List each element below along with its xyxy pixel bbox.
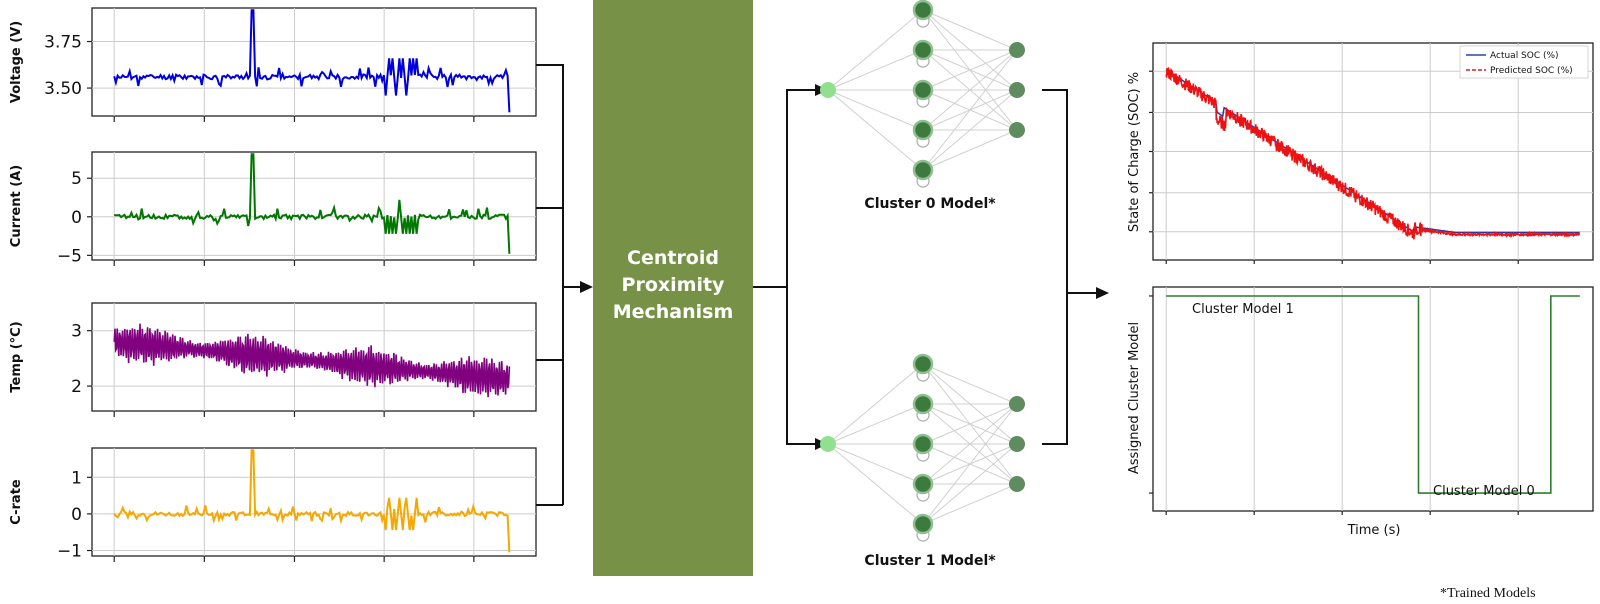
cluster-assignment-chart: Cluster Model 1 Cluster Model 0 Assigned… [1127, 286, 1594, 538]
current-plot: −5 0 5 Current (A) [9, 151, 537, 266]
y-tick-label: 0 [71, 505, 82, 525]
temp-plot: 2 3 Temp (°C) [9, 302, 537, 417]
crate-series [113, 449, 511, 553]
hidden-node [912, 513, 934, 535]
input-connectors [536, 64, 593, 506]
output-connectors [1042, 89, 1109, 445]
cluster-xlabel: Time (s) [1347, 523, 1401, 538]
voltage-series [113, 9, 511, 113]
output-node [1009, 436, 1025, 452]
y-tick-label: 0 [71, 208, 82, 228]
soc-legend: Actual SOC (%) Predicted SOC (%) [1459, 45, 1589, 79]
current-ylabel: Current (A) [9, 165, 24, 247]
input-node [820, 436, 836, 452]
annotation-cluster-model-0: Cluster Model 0 [1433, 484, 1535, 499]
voltage-ylabel: Voltage (V) [9, 21, 24, 103]
footnote: *Trained Models [1440, 586, 1536, 601]
hidden-node [912, 39, 934, 61]
mechanism-line-2: Proximity [622, 274, 726, 296]
hidden-node [912, 0, 934, 21]
soc-ylabel: State of Charge (SOC) % [1127, 72, 1142, 232]
y-tick-label: 3 [71, 322, 82, 342]
annotation-cluster-model-1: Cluster Model 1 [1192, 302, 1294, 317]
voltage-plot: 3.50 3.75 Voltage (V) [9, 7, 537, 122]
y-tick-label: 3.75 [44, 33, 82, 53]
output-node [1009, 82, 1025, 98]
cluster-0-network [820, 0, 1025, 188]
mechanism-line-3: Mechanism [613, 301, 734, 323]
temp-series [113, 323, 511, 398]
output-node [1009, 396, 1025, 412]
hidden-node [912, 119, 934, 141]
hidden-node [912, 79, 934, 101]
output-node [1009, 42, 1025, 58]
current-series [114, 153, 511, 254]
input-node [820, 82, 836, 98]
y-tick-label: −5 [57, 246, 82, 266]
cluster-0-model-label: Cluster 0 Model* [864, 196, 996, 212]
y-tick-label: 2 [71, 377, 82, 397]
arrow-to-output [1096, 287, 1109, 299]
y-tick-label: −1 [57, 542, 82, 562]
crate-ylabel: C-rate [9, 479, 24, 525]
mechanism-connectors [753, 84, 828, 450]
output-node [1009, 476, 1025, 492]
legend-predicted-label: Predicted SOC (%) [1490, 66, 1573, 76]
hidden-node [912, 353, 934, 375]
arrow-to-mechanism [580, 281, 593, 293]
hidden-node [912, 473, 934, 495]
cluster-ylabel: Assigned Cluster Model [1127, 322, 1142, 474]
legend-actual-label: Actual SOC (%) [1490, 51, 1559, 61]
hidden-node [912, 433, 934, 455]
y-tick-label: 5 [71, 169, 82, 189]
y-tick-label: 3.50 [44, 79, 82, 99]
cluster-1-network [820, 353, 1025, 542]
temp-ylabel: Temp (°C) [9, 321, 24, 392]
predicted-soc-series [1165, 67, 1581, 240]
cluster-1-model-label: Cluster 1 Model* [864, 553, 996, 569]
hidden-node [912, 159, 934, 181]
output-node [1009, 122, 1025, 138]
cluster-assignment-series [1166, 295, 1580, 494]
mechanism-line-1: Centroid [627, 247, 719, 269]
y-tick-label: 1 [71, 468, 82, 488]
soc-chart: Actual SOC (%) Predicted SOC (%) State o… [1127, 42, 1594, 264]
centroid-proximity-mechanism: Centroid Proximity Mechanism [593, 0, 753, 576]
crate-plot: −1 0 1 C-rate [9, 447, 537, 562]
hidden-node [912, 393, 934, 415]
